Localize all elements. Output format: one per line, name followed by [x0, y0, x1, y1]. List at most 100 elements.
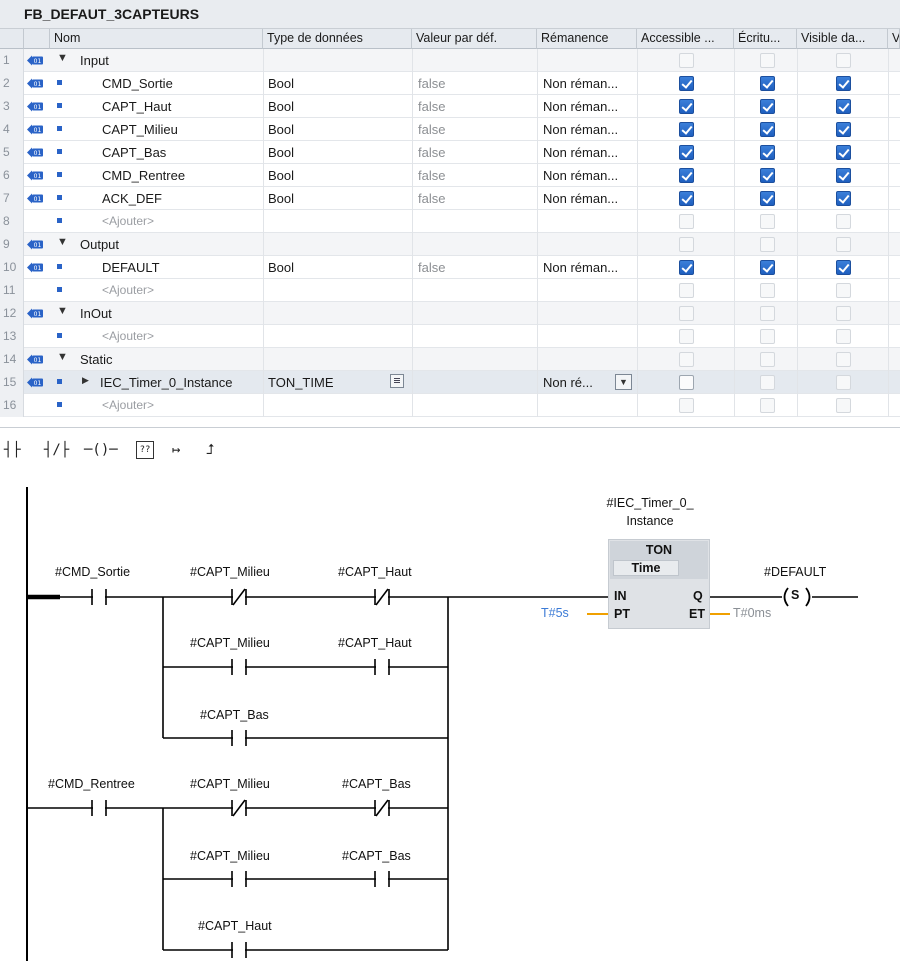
add-variable-placeholder[interactable]: <Ajouter>: [102, 329, 155, 343]
accessible-checkbox[interactable]: [679, 99, 694, 114]
accessible-checkbox[interactable]: [679, 306, 694, 321]
column-header-nom[interactable]: Nom: [50, 29, 263, 49]
accessible-checkbox[interactable]: [679, 329, 694, 344]
retain-cell[interactable]: Non réman...: [543, 145, 619, 160]
contact-label-r1-haut[interactable]: #CAPT_Haut: [338, 565, 412, 579]
variable-name[interactable]: CMD_Rentree: [102, 168, 186, 183]
contact-label-r2-haut[interactable]: #CAPT_Haut: [338, 636, 412, 650]
variable-name[interactable]: CAPT_Haut: [102, 99, 172, 114]
data-type-list-icon[interactable]: [390, 374, 404, 388]
writable-checkbox[interactable]: [760, 145, 775, 160]
variable-name[interactable]: CAPT_Bas: [102, 145, 167, 160]
contact-cmd-sortie[interactable]: [91, 589, 107, 605]
timer-instance-name-cont[interactable]: Instance: [626, 514, 674, 528]
table-add-row[interactable]: 16<Ajouter>: [0, 394, 900, 417]
contact-label-cmd-rentree[interactable]: #CMD_Rentree: [48, 777, 135, 791]
visible-checkbox[interactable]: [836, 283, 851, 298]
retain-cell[interactable]: Non réman...: [543, 122, 619, 137]
collapse-icon[interactable]: ▼: [57, 236, 68, 248]
coil-icon[interactable]: ─()─: [84, 442, 118, 458]
accessible-checkbox[interactable]: [679, 76, 694, 91]
default-value-cell[interactable]: false: [418, 260, 446, 275]
visible-checkbox[interactable]: [836, 375, 851, 390]
contact-r2-milieu[interactable]: [231, 659, 247, 675]
contact-label-r4-bas[interactable]: #CAPT_Bas: [342, 777, 411, 791]
visible-checkbox[interactable]: [836, 214, 851, 229]
contact-r2-haut[interactable]: [374, 659, 390, 675]
default-value-cell[interactable]: false: [418, 145, 446, 160]
default-value-cell[interactable]: false: [418, 76, 446, 91]
timer-instance-name[interactable]: #IEC_Timer_0_: [606, 496, 694, 510]
writable-checkbox[interactable]: [760, 237, 775, 252]
data-type-cell[interactable]: Bool: [268, 145, 295, 160]
timer-pt-value[interactable]: T#5s: [541, 606, 569, 620]
writable-checkbox[interactable]: [760, 76, 775, 91]
contact-label-r5-milieu[interactable]: #CAPT_Milieu: [190, 849, 270, 863]
accessible-checkbox[interactable]: [679, 398, 694, 413]
contact-label-r5-bas[interactable]: #CAPT_Bas: [342, 849, 411, 863]
section-name[interactable]: Static: [80, 352, 113, 367]
coil-operand-default[interactable]: #DEFAULT: [764, 565, 827, 579]
default-value-cell[interactable]: false: [418, 191, 446, 206]
accessible-checkbox[interactable]: [679, 168, 694, 183]
variable-name[interactable]: DEFAULT: [102, 260, 160, 275]
writable-checkbox[interactable]: [760, 99, 775, 114]
writable-checkbox[interactable]: [760, 168, 775, 183]
visible-checkbox[interactable]: [836, 145, 851, 160]
open-branch-icon[interactable]: ↦: [172, 442, 181, 458]
accessible-checkbox[interactable]: [679, 352, 694, 367]
contact-label-r6-haut[interactable]: #CAPT_Haut: [198, 919, 272, 933]
variable-name[interactable]: CMD_Sortie: [102, 76, 173, 91]
default-value-cell[interactable]: false: [418, 99, 446, 114]
section-name[interactable]: InOut: [80, 306, 112, 321]
contact-r6-haut[interactable]: [231, 942, 247, 958]
column-header-write[interactable]: Écritu...: [734, 29, 797, 49]
visible-checkbox[interactable]: [836, 53, 851, 68]
set-coil-symbol[interactable]: S: [791, 588, 800, 602]
writable-checkbox[interactable]: [760, 398, 775, 413]
accessible-checkbox[interactable]: [679, 375, 694, 390]
writable-checkbox[interactable]: [760, 122, 775, 137]
contact-r5-bas[interactable]: [374, 871, 390, 887]
accessible-checkbox[interactable]: [679, 283, 694, 298]
column-header-visible[interactable]: Visible da...: [797, 29, 888, 49]
table-add-row[interactable]: 13<Ajouter>: [0, 325, 900, 348]
writable-checkbox[interactable]: [760, 306, 775, 321]
retain-cell[interactable]: Non ré...: [543, 375, 593, 390]
expand-icon[interactable]: ▶: [82, 375, 89, 385]
data-type-cell[interactable]: Bool: [268, 191, 295, 206]
set-coil[interactable]: [782, 585, 812, 609]
contact-label-r1-milieu[interactable]: #CAPT_Milieu: [190, 565, 270, 579]
writable-checkbox[interactable]: [760, 191, 775, 206]
data-type-cell[interactable]: Bool: [268, 99, 295, 114]
visible-checkbox[interactable]: [836, 306, 851, 321]
contact-r5-milieu[interactable]: [231, 871, 247, 887]
variable-name[interactable]: CAPT_Milieu: [102, 122, 178, 137]
data-type-cell[interactable]: Bool: [268, 122, 295, 137]
retain-cell[interactable]: Non réman...: [543, 76, 619, 91]
variable-name[interactable]: ACK_DEF: [102, 191, 162, 206]
visible-checkbox[interactable]: [836, 398, 851, 413]
column-header-more[interactable]: V: [888, 29, 900, 49]
column-header-default[interactable]: Valeur par déf.: [412, 29, 537, 49]
section-name[interactable]: Output: [80, 237, 120, 252]
add-variable-placeholder[interactable]: <Ajouter>: [102, 214, 155, 228]
default-value-cell[interactable]: false: [418, 122, 446, 137]
retain-cell[interactable]: Non réman...: [543, 99, 619, 114]
retain-cell[interactable]: Non réman...: [543, 191, 619, 206]
data-type-cell[interactable]: Bool: [268, 260, 295, 275]
visible-checkbox[interactable]: [836, 329, 851, 344]
visible-checkbox[interactable]: [836, 168, 851, 183]
table-add-row[interactable]: 11<Ajouter>: [0, 279, 900, 302]
data-type-cell[interactable]: Bool: [268, 76, 295, 91]
writable-checkbox[interactable]: [760, 53, 775, 68]
contact-r1-milieu[interactable]: [231, 588, 247, 606]
accessible-checkbox[interactable]: [679, 122, 694, 137]
accessible-checkbox[interactable]: [679, 237, 694, 252]
